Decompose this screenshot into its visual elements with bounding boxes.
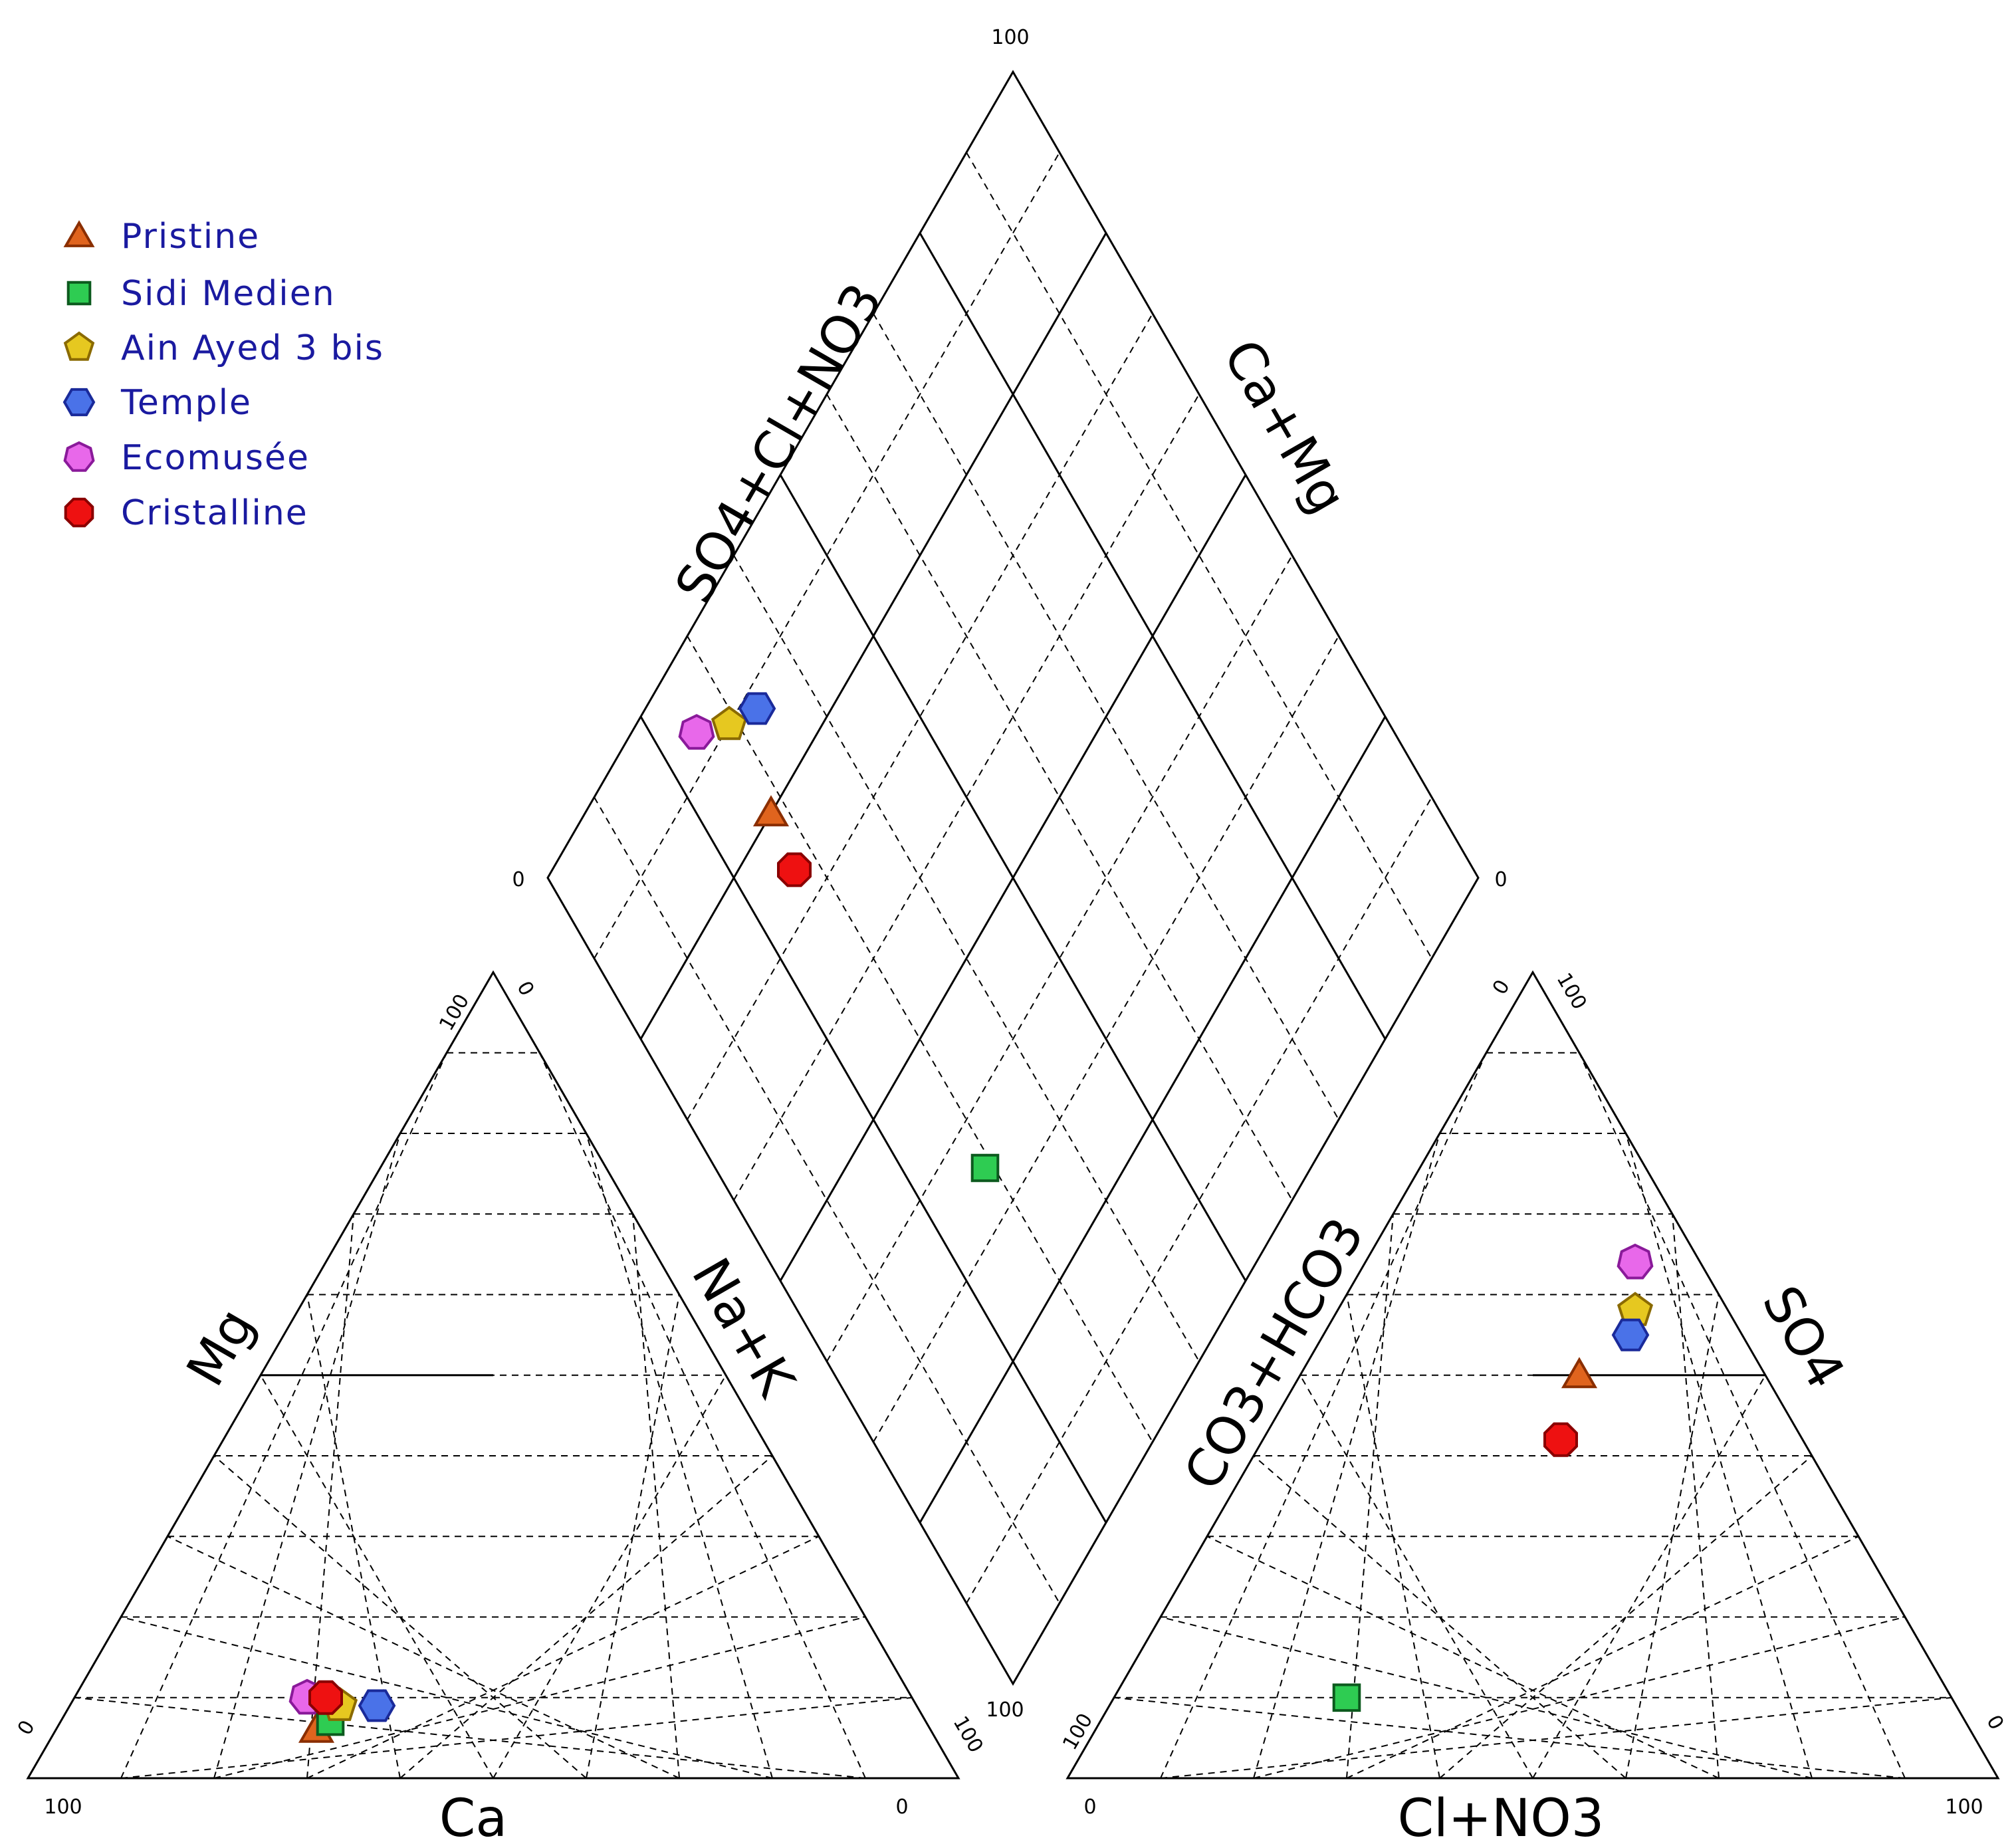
anion-apex-right-tick: 100 bbox=[1552, 969, 1591, 1014]
anion-point-sidi-medien bbox=[1332, 1683, 1361, 1712]
anion-triangle-grid-r bbox=[1532, 1375, 1766, 1779]
legend-marker-octagon bbox=[64, 497, 94, 528]
cation-triangle-grid-r bbox=[586, 1133, 773, 1779]
anion-bl-edge-tick: 100 bbox=[1058, 1710, 1097, 1754]
legend: Pristine Sidi Medien Ain Ayed 3 bis Temp… bbox=[62, 217, 384, 533]
legend-marker-heptagon bbox=[63, 441, 95, 472]
legend-item-cristalline: Cristalline bbox=[64, 493, 308, 533]
cation-br-edge-tick: 100 bbox=[949, 1712, 988, 1757]
anion-triangle-grid-r bbox=[1346, 1536, 1859, 1779]
legend-label: Temple bbox=[120, 383, 252, 423]
cation-triangle-grid-r bbox=[120, 1696, 913, 1779]
legend-symbol bbox=[63, 441, 95, 472]
anion-triangle-grid-l bbox=[1160, 1616, 1813, 1779]
legend-marker-hexagon bbox=[62, 388, 96, 417]
legend-item-ecomusee: Ecomusée bbox=[63, 438, 310, 478]
diamond-point-ain-ayed-3-bis bbox=[711, 705, 748, 741]
anion-triangle-grid-r bbox=[1579, 1052, 1906, 1779]
cation-triangle-grid-l bbox=[167, 1536, 680, 1779]
anion-point-pristine bbox=[1561, 1357, 1598, 1389]
axis-label-mg: Mg bbox=[175, 1299, 266, 1396]
cation-triangle-grid-l bbox=[120, 1616, 773, 1779]
diamond-grid-b bbox=[779, 474, 1247, 1282]
diamond-point-pristine bbox=[752, 795, 790, 827]
diamond-point-sidi-medien bbox=[970, 1153, 1000, 1183]
points-layer bbox=[288, 692, 1654, 1743]
legend-symbol bbox=[62, 388, 96, 417]
cation-triangle-grid-r bbox=[632, 1214, 680, 1779]
legend-marker-square bbox=[66, 281, 92, 306]
axis-label-clno3: Cl+NO3 bbox=[1398, 1789, 1605, 1848]
legend-symbol bbox=[63, 220, 95, 247]
legend-marker-pentagon bbox=[63, 331, 95, 361]
cation-triangle-grid-l bbox=[260, 1375, 494, 1779]
cation-point-temple bbox=[358, 1689, 396, 1722]
legend-item-pristine: Pristine bbox=[63, 217, 260, 257]
diamond-left-tick: 0 bbox=[512, 868, 524, 891]
anion-triangle-grid-l bbox=[1253, 1455, 1626, 1779]
axis-label-so4: SO4 bbox=[1750, 1276, 1855, 1399]
diamond-point-temple bbox=[738, 692, 776, 725]
anion-triangle-grid-r bbox=[1625, 1133, 1813, 1779]
anion-triangle-grid-r bbox=[1253, 1616, 1906, 1779]
anion-br-edge-tick: 0 bbox=[1981, 1711, 2008, 1734]
legend-label: Ecomusée bbox=[121, 438, 310, 478]
cation-apex-right-tick: 0 bbox=[512, 977, 538, 1000]
cation-triangle-grid-r bbox=[539, 1052, 866, 1779]
cation-triangle-grid-l bbox=[74, 1696, 866, 1779]
anion-bl-bottom-tick: 0 bbox=[1083, 1795, 1096, 1819]
legend-label: Cristalline bbox=[121, 493, 308, 533]
anion-triangle-grid-l bbox=[1346, 1214, 1394, 1779]
anion-triangle-grid-l bbox=[1206, 1536, 1720, 1779]
legend-symbol bbox=[64, 497, 94, 528]
cation-triangle-grid-r bbox=[586, 1294, 680, 1779]
cation-triangle-grid-l bbox=[213, 1455, 587, 1779]
diamond-frame bbox=[546, 70, 1480, 1686]
frame-layer bbox=[26, 70, 2000, 1780]
diamond-right-tick: 0 bbox=[1494, 868, 1507, 891]
anion-point-ecomus-e bbox=[1617, 1243, 1654, 1280]
axis-label-ca: Ca bbox=[439, 1789, 507, 1848]
diamond-point-cristalline bbox=[777, 852, 812, 887]
legend-item-sidi-medien: Sidi Medien bbox=[66, 274, 336, 314]
legend-item-ain-ayed: Ain Ayed 3 bis bbox=[63, 328, 384, 368]
anion-br-bottom-tick: 100 bbox=[1945, 1795, 1983, 1819]
grid-layer bbox=[74, 152, 1952, 1779]
legend-item-temple: Temple bbox=[62, 383, 252, 423]
anion-triangle-grid-l bbox=[1299, 1375, 1533, 1779]
diamond-top-tick: 100 bbox=[991, 26, 1029, 49]
legend-marker-triangle bbox=[63, 220, 95, 247]
cation-triangle-grid-r bbox=[213, 1616, 866, 1779]
cation-triangle-grid-l bbox=[306, 1214, 354, 1779]
anion-triangle-grid-r bbox=[1439, 1455, 1813, 1779]
anion-point-cristalline bbox=[1543, 1422, 1578, 1457]
legend-label: Pristine bbox=[121, 217, 260, 257]
anion-point-temple bbox=[1611, 1318, 1650, 1351]
anion-triangle-grid-r bbox=[1672, 1214, 1720, 1779]
cation-bl-left-tick: 100 bbox=[44, 1795, 82, 1819]
cation-triangle-grid-r bbox=[306, 1536, 820, 1779]
legend-label: Ain Ayed 3 bis bbox=[121, 328, 384, 368]
diamond-grid-a bbox=[919, 232, 1387, 1040]
anion-triangle-grid-l bbox=[1113, 1696, 1906, 1779]
diamond-grid-b bbox=[919, 716, 1387, 1524]
axis-label-so4-cl-no3: SO4+Cl+NO3 bbox=[664, 274, 894, 613]
legend-symbol bbox=[66, 281, 92, 306]
legend-symbol bbox=[63, 331, 95, 361]
diamond-bottom-tick: 100 bbox=[986, 1698, 1024, 1722]
anion-apex-left-tick: 0 bbox=[1488, 976, 1515, 998]
anion-triangle-grid-r bbox=[1160, 1696, 1952, 1779]
cation-bl-edge-tick: 0 bbox=[13, 1716, 40, 1739]
diamond-point-ecomus-e bbox=[678, 714, 715, 750]
cation-triangle-grid-r bbox=[493, 1375, 727, 1779]
legend-label: Sidi Medien bbox=[121, 274, 336, 314]
cation-point-cristalline bbox=[308, 1680, 343, 1715]
cation-triangle-grid-r bbox=[399, 1455, 773, 1779]
cation-br-bottom-tick: 0 bbox=[895, 1795, 908, 1819]
cation-apex-left-tick: 100 bbox=[435, 990, 474, 1035]
